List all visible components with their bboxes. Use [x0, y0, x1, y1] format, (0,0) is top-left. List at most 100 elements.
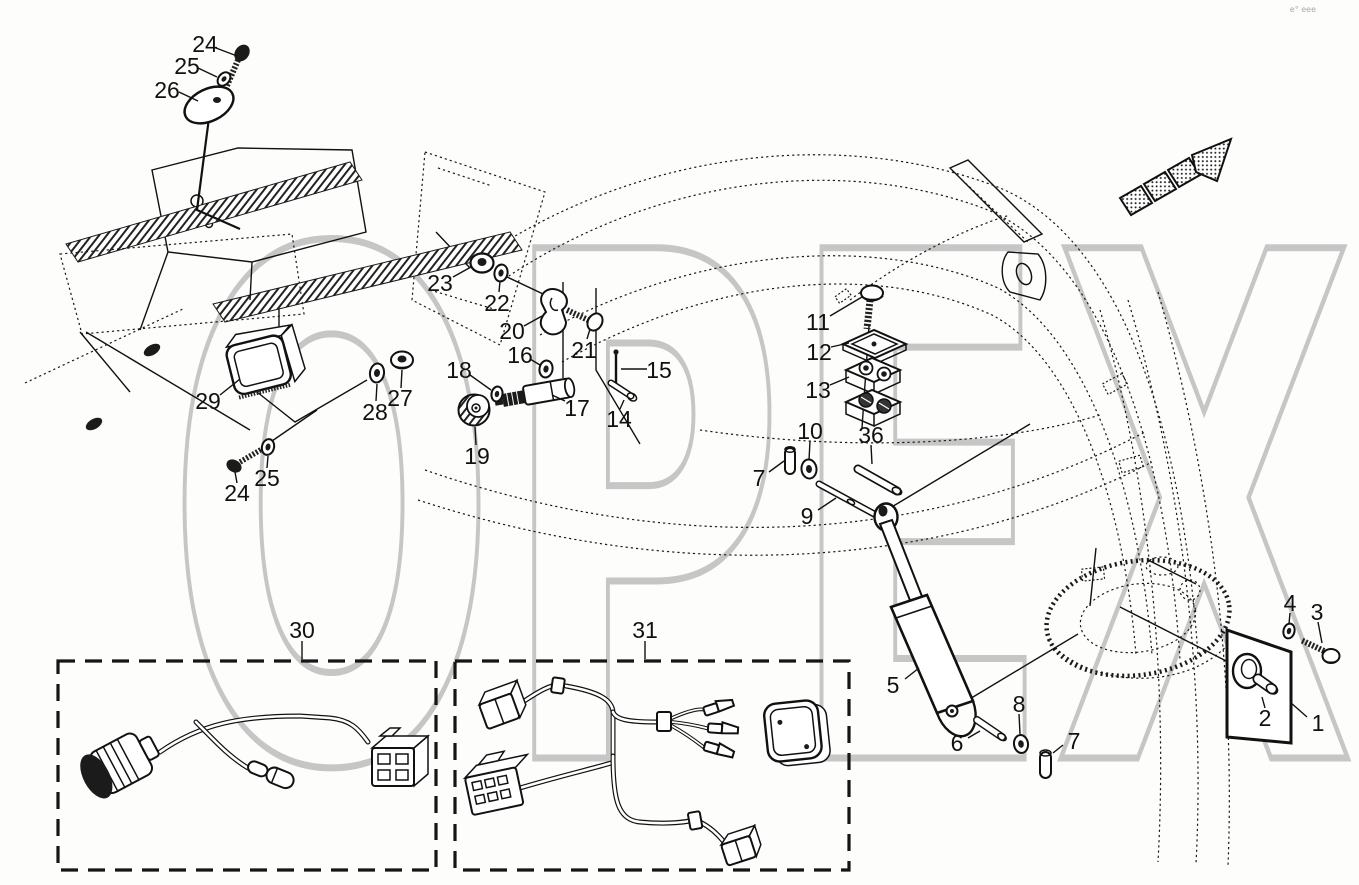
callout-leader-27 — [400, 369, 403, 389]
multipin-connector — [462, 750, 530, 816]
harness-box-30-outline — [56, 659, 438, 872]
tread-strip — [212, 231, 523, 323]
part-clamp-blocks-13 — [843, 356, 903, 428]
callout-leader-25 — [266, 455, 269, 469]
callout-leader-14 — [619, 399, 625, 410]
callout-30: 30 — [289, 617, 315, 643]
callout-leader-22 — [498, 280, 501, 293]
part-flange-bushing-2 — [1231, 652, 1279, 695]
callout-leader-5 — [904, 667, 920, 680]
callout-leader-28 — [375, 383, 378, 402]
part-rod-14 — [607, 379, 638, 402]
part-gas-strut-5 — [873, 502, 977, 738]
callout-19: 19 — [464, 443, 490, 469]
callout-24: 24 — [224, 480, 250, 506]
part-washer-10 — [800, 458, 818, 480]
part-nut-27 — [390, 350, 414, 370]
part-washer-4 — [1282, 622, 1296, 640]
part-knob-19 — [457, 393, 491, 427]
harness-30-cable — [157, 713, 371, 771]
part-nut-23 — [469, 252, 495, 274]
callout-25: 25 — [174, 53, 200, 79]
callout-leader-20 — [523, 315, 543, 327]
small-connector-bottom — [719, 823, 762, 867]
callout-7: 7 — [1068, 728, 1081, 754]
callout-leader-1 — [1289, 701, 1308, 718]
part-pin-15 — [613, 349, 619, 384]
callout-36: 36 — [858, 422, 884, 448]
callout-leader-11 — [829, 296, 863, 317]
part-worklamp-29 — [224, 323, 306, 400]
callout-9: 9 — [801, 503, 814, 529]
parts-layer — [183, 44, 1341, 779]
callout-leader-13 — [829, 376, 850, 386]
part-bracket-20 — [539, 288, 568, 336]
part-screw-21 — [565, 307, 604, 332]
part-washer-25-lamp — [260, 438, 276, 456]
callout-28: 28 — [362, 399, 388, 425]
callout-27: 27 — [387, 385, 413, 411]
cable-sleeve — [656, 711, 672, 732]
harness-box-31 — [453, 659, 851, 872]
spade-terminals — [702, 698, 740, 759]
block-connector — [369, 727, 431, 788]
callout-25: 25 — [254, 465, 280, 491]
callout-leader-21 — [586, 328, 591, 340]
callout-10: 10 — [797, 418, 823, 444]
callout-29: 29 — [195, 388, 221, 414]
callout-leader-4 — [1288, 612, 1291, 625]
part-oval-pad-26 — [183, 85, 235, 125]
part-rod-36 — [853, 464, 903, 496]
callout-13: 13 — [805, 377, 831, 403]
harness-box-30 — [56, 659, 438, 872]
callout-5: 5 — [887, 672, 900, 698]
callout-leader-36 — [870, 444, 873, 465]
callout-21: 21 — [571, 337, 597, 363]
callout-leader-23 — [452, 266, 472, 278]
part-bolt-3 — [1299, 637, 1341, 664]
callout-leader-7 — [1052, 744, 1064, 754]
part-washer-28 — [368, 362, 386, 384]
callout-leader-18 — [469, 374, 492, 391]
part-washer-8 — [1012, 734, 1030, 754]
callout-3: 3 — [1311, 599, 1324, 625]
callout-7: 7 — [753, 465, 766, 491]
part-rod-9 — [815, 480, 880, 519]
part-screw-24-lamp — [226, 446, 264, 473]
lamp-module — [763, 699, 831, 767]
callout-17: 17 — [564, 395, 590, 421]
part-screw-24-top — [223, 44, 250, 90]
callout-14: 14 — [606, 406, 632, 432]
part-pin-7-lower — [1039, 749, 1052, 779]
callout-leader-24 — [215, 47, 238, 57]
part-pin-7-upper — [784, 445, 796, 475]
round-connector — [80, 732, 160, 799]
part-washer-18 — [490, 385, 504, 403]
callout-31: 31 — [632, 617, 658, 643]
callout-18: 18 — [446, 357, 472, 383]
callout-leader-12 — [830, 342, 850, 348]
callout-leader-7 — [768, 460, 785, 473]
callout-6: 6 — [951, 730, 964, 756]
watermark: OPEX — [162, 105, 1358, 885]
callout-2: 2 — [1259, 705, 1272, 731]
callout-leader-10 — [808, 440, 811, 461]
callout-leader-25 — [197, 67, 218, 78]
small-connector-top — [477, 678, 527, 730]
callout-4: 4 — [1284, 590, 1297, 616]
callout-leader-17 — [551, 394, 566, 402]
callout-24: 24 — [192, 31, 218, 57]
harness-box-31-outline — [453, 659, 851, 872]
callout-leader-19 — [474, 426, 477, 446]
part-washer-22 — [493, 263, 509, 283]
callout-11: 11 — [806, 309, 830, 335]
cable-sleeve — [687, 810, 704, 831]
tread-strip — [65, 161, 363, 263]
callout-leader-26 — [178, 91, 199, 102]
callout-1: 1 — [1312, 710, 1325, 736]
bullet-connector — [247, 760, 295, 790]
corner-stamp: e° eee — [1290, 5, 1316, 14]
